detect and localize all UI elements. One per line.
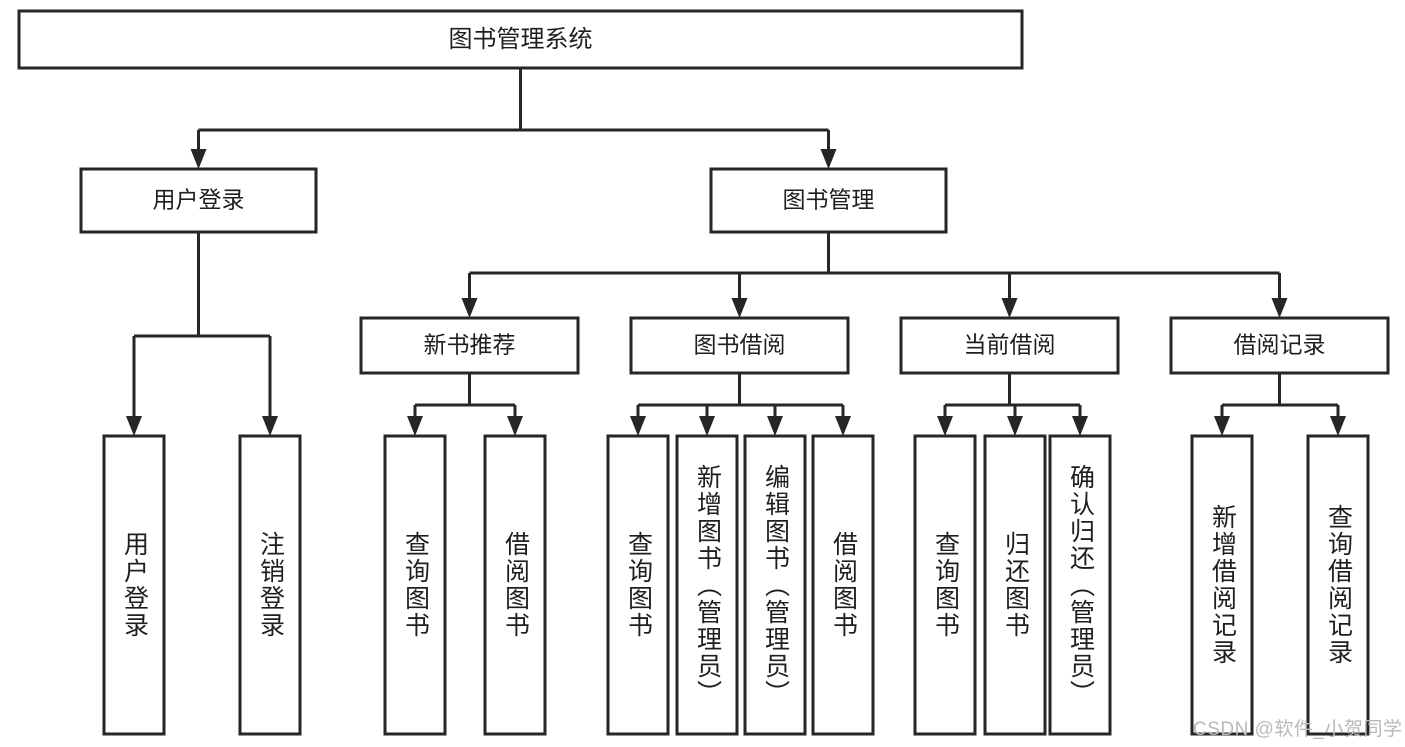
node-book-management[interactable]: 图书管理 <box>709 167 948 234</box>
arrow-head-icon <box>937 416 953 436</box>
node-current-borrow[interactable]: 当前借阅 <box>899 316 1120 375</box>
node-root[interactable]: 图书管理系统 <box>17 9 1024 70</box>
node-box-current-borrow[interactable] <box>899 316 1120 375</box>
node-label-root: 图书管理系统 <box>449 26 593 53</box>
connector-book-borrow-bus <box>630 373 851 436</box>
arrow-head-icon <box>835 416 851 436</box>
connector-root-bus <box>190 68 837 169</box>
node-box-leaf-return-book[interactable] <box>983 434 1047 736</box>
node-leaf-return-book[interactable] <box>983 434 1047 736</box>
node-box-leaf-confirm-return-admin[interactable] <box>1048 434 1112 736</box>
node-box-leaf-query-book-current[interactable] <box>913 434 977 736</box>
arrow-head-icon <box>731 298 748 318</box>
arrow-head-icon <box>1072 416 1088 436</box>
node-leaf-edit-book-admin[interactable] <box>743 434 807 736</box>
node-box-leaf-user-login[interactable] <box>102 434 166 736</box>
watermark-label: CSDN @软件_小贺同学 <box>1193 719 1403 740</box>
node-box-book-borrow[interactable] <box>629 316 850 375</box>
arrow-head-icon <box>1001 298 1018 318</box>
node-label-book-management: 图书管理 <box>783 187 875 213</box>
arrow-head-icon <box>1330 416 1346 436</box>
node-new-book-recommend[interactable]: 新书推荐 <box>359 316 580 375</box>
node-leaf-add-borrow-record[interactable] <box>1190 434 1254 736</box>
node-box-leaf-add-borrow-record[interactable] <box>1190 434 1254 736</box>
connector-book-management-bus <box>461 232 1288 318</box>
arrow-head-icon <box>1007 416 1023 436</box>
arrow-head-icon <box>820 149 837 169</box>
node-box-leaf-add-book-admin[interactable] <box>675 434 739 736</box>
arrow-head-icon <box>1214 416 1230 436</box>
node-leaf-borrow-book[interactable] <box>811 434 875 736</box>
node-box-leaf-query-borrow-record[interactable] <box>1306 434 1370 736</box>
connector-user-login-bus <box>126 232 278 436</box>
node-box-root[interactable] <box>17 9 1024 70</box>
arrow-head-icon <box>699 416 715 436</box>
node-box-leaf-borrow-book-recommend[interactable] <box>483 434 547 736</box>
node-box-leaf-edit-book-admin[interactable] <box>743 434 807 736</box>
node-leaf-add-book-admin[interactable] <box>675 434 739 736</box>
arrow-head-icon <box>1271 298 1288 318</box>
node-label-borrow-record: 借阅记录 <box>1234 332 1326 358</box>
node-leaf-user-login[interactable] <box>102 434 166 736</box>
node-leaf-query-borrow-record[interactable] <box>1306 434 1370 736</box>
arrow-head-icon <box>630 416 646 436</box>
node-leaf-query-book-recommend[interactable] <box>383 434 447 736</box>
node-leaf-confirm-return-admin[interactable] <box>1048 434 1112 736</box>
connector-current-borrow-bus <box>937 373 1088 436</box>
node-box-borrow-record[interactable] <box>1169 316 1390 375</box>
arrow-head-icon <box>262 416 278 436</box>
node-box-leaf-query-book-borrow[interactable] <box>606 434 670 736</box>
node-label-user-login: 用户登录 <box>153 187 245 213</box>
arrow-head-icon <box>190 149 207 169</box>
node-label-new-book-recommend: 新书推荐 <box>424 332 516 358</box>
arrow-head-icon <box>126 416 142 436</box>
arrow-head-icon <box>461 298 478 318</box>
node-label-book-borrow: 图书借阅 <box>694 332 786 358</box>
arrow-head-icon <box>407 416 423 436</box>
node-leaf-query-book-borrow[interactable] <box>606 434 670 736</box>
arrow-head-icon <box>767 416 783 436</box>
node-box-user-login[interactable] <box>79 167 318 234</box>
connector-borrow-record-bus <box>1214 373 1346 436</box>
node-borrow-record[interactable]: 借阅记录 <box>1169 316 1390 375</box>
node-leaf-query-book-current[interactable] <box>913 434 977 736</box>
node-box-leaf-borrow-book[interactable] <box>811 434 875 736</box>
node-user-login[interactable]: 用户登录 <box>79 167 318 234</box>
node-leaf-borrow-book-recommend[interactable] <box>483 434 547 736</box>
arrow-head-icon <box>507 416 523 436</box>
node-box-leaf-query-book-recommend[interactable] <box>383 434 447 736</box>
node-box-leaf-logout[interactable] <box>238 434 302 736</box>
node-box-book-management[interactable] <box>709 167 948 234</box>
node-label-current-borrow: 当前借阅 <box>964 332 1056 358</box>
node-box-new-book-recommend[interactable] <box>359 316 580 375</box>
node-leaf-logout[interactable] <box>238 434 302 736</box>
connector-new-book-recommend-bus <box>407 373 523 436</box>
node-book-borrow[interactable]: 图书借阅 <box>629 316 850 375</box>
